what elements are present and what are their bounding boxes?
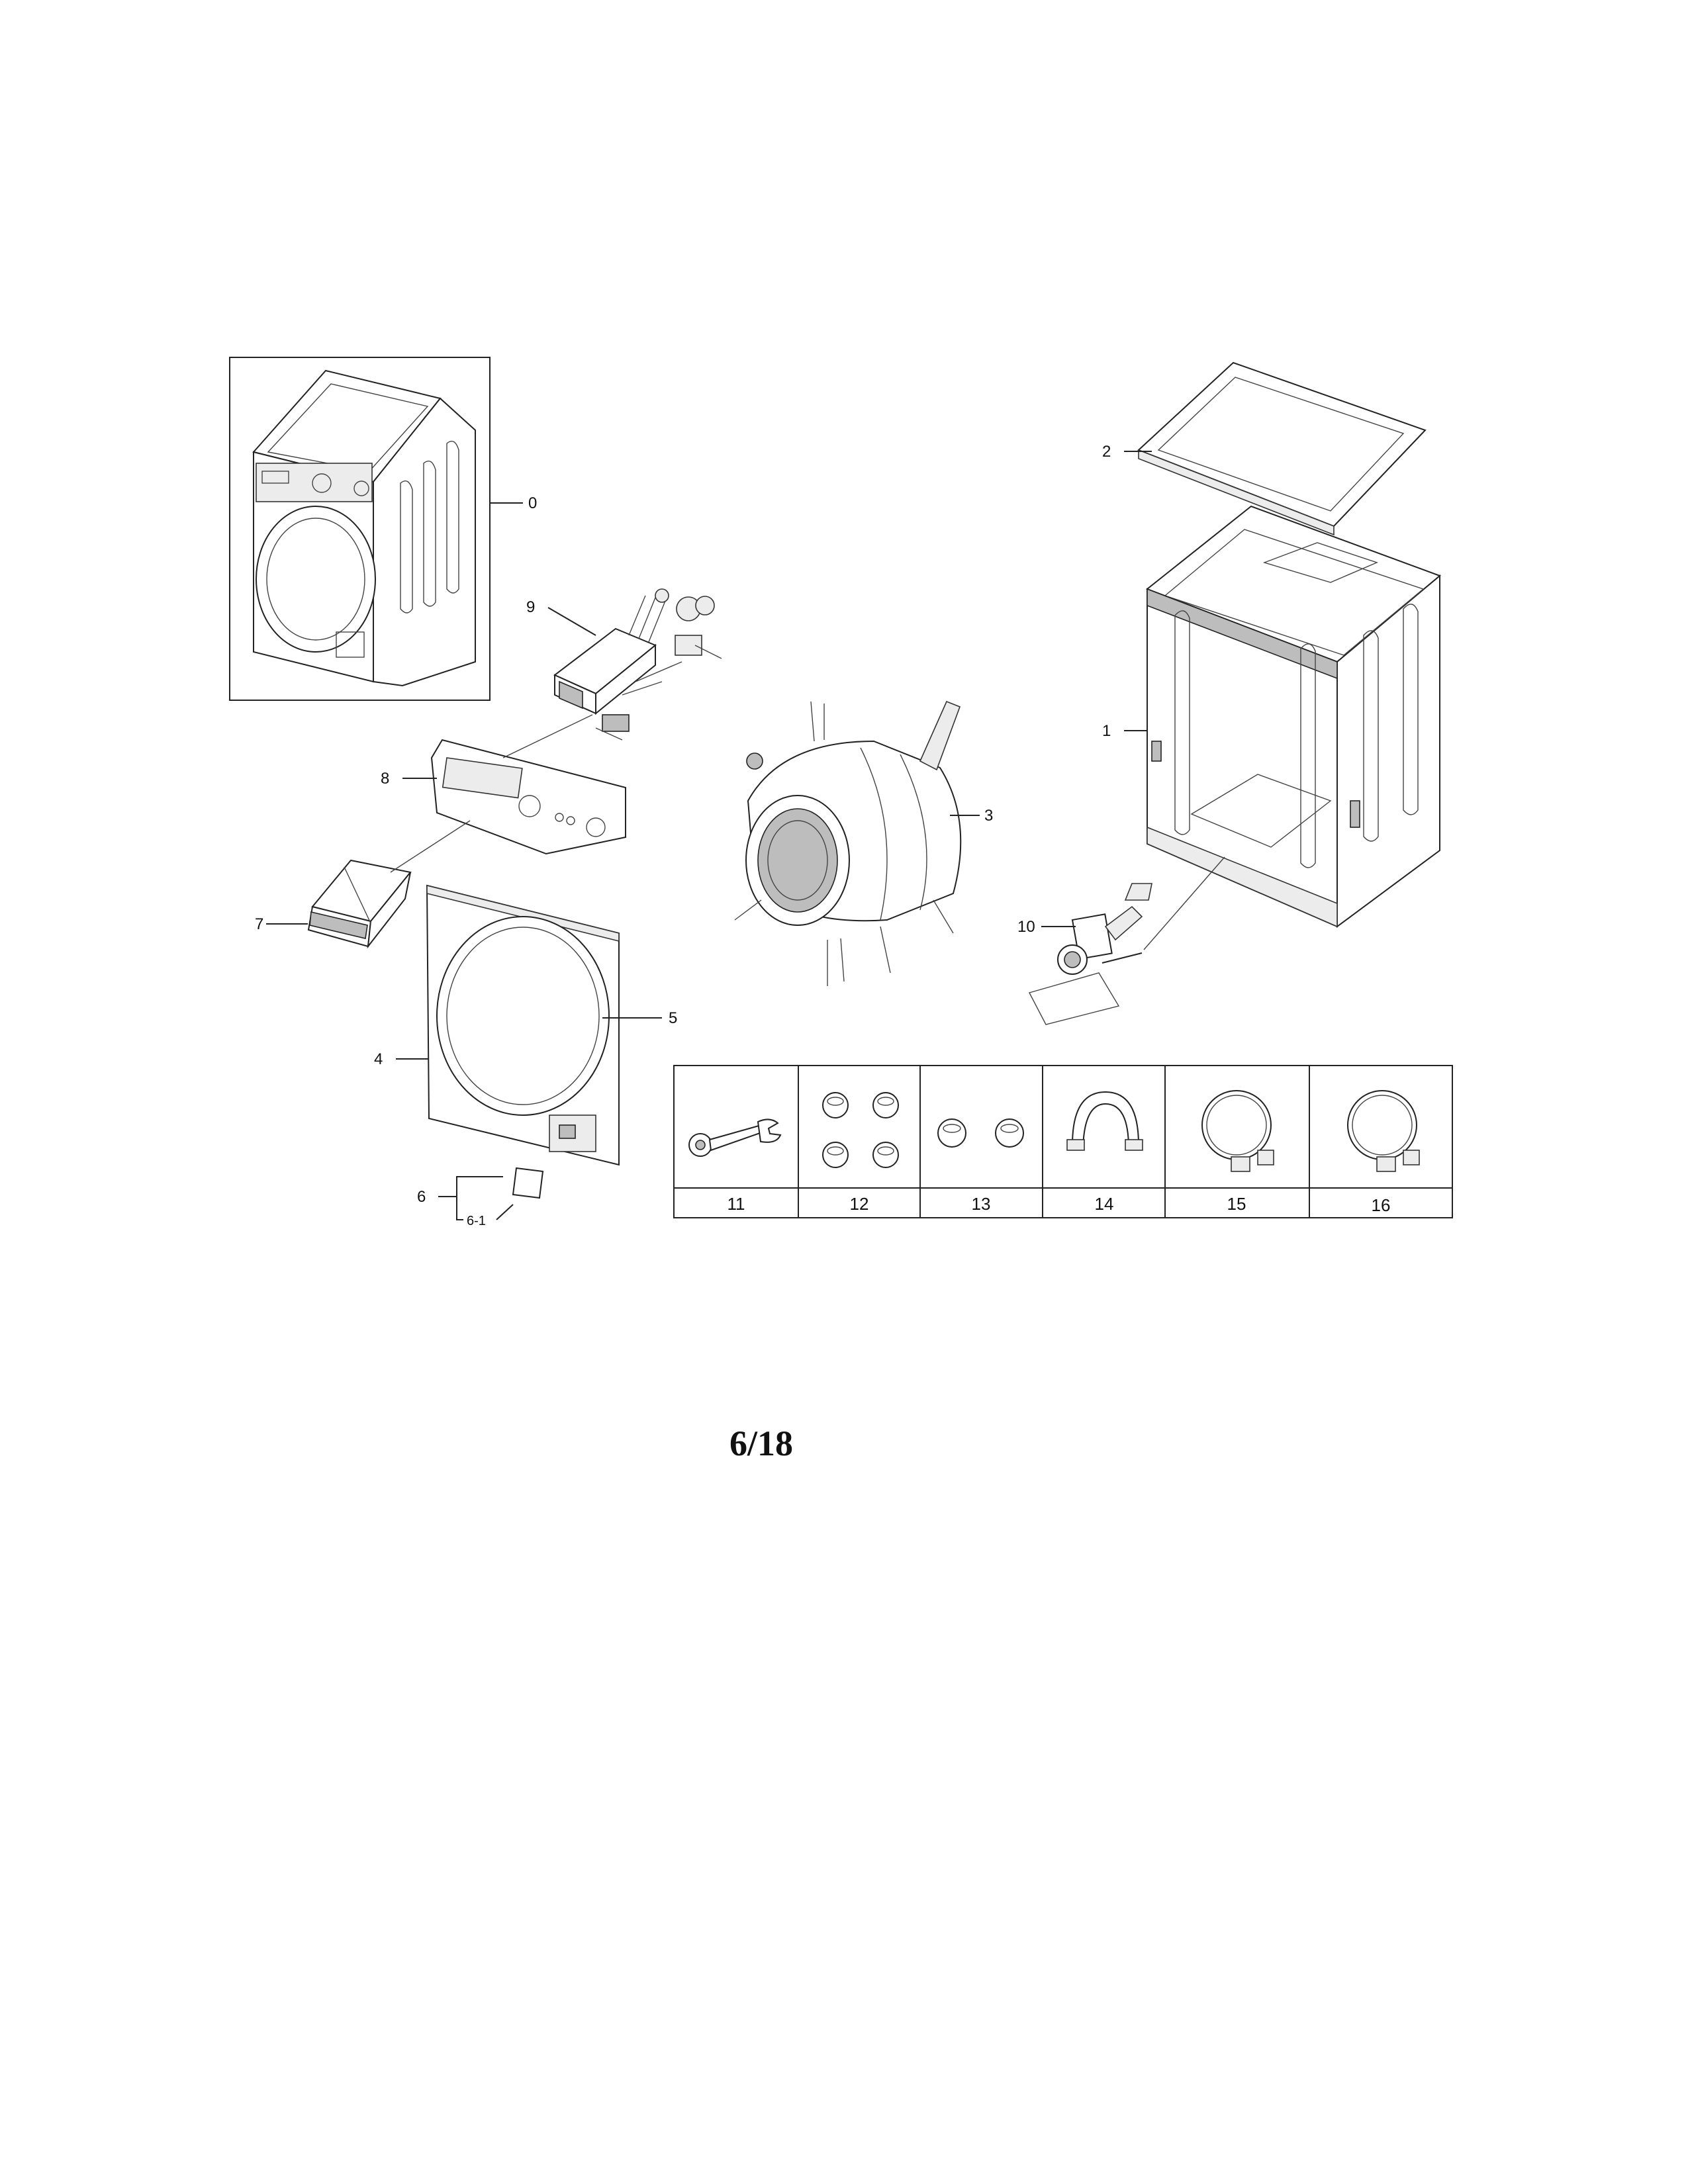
hose-guide-icon [1066,1091,1143,1151]
part-label-4: 4 [374,1050,383,1068]
part-label-6: 6 [417,1188,426,1206]
cap-set-of-four-icon [822,1092,899,1168]
accessory-label-16: 16 [1372,1195,1391,1215]
cap-set-of-two-icon [937,1118,1024,1148]
part-label-9: 9 [526,598,535,616]
assembled-washer-frame [229,357,491,701]
part-label-5: 5 [669,1009,677,1027]
part-label-2: 2 [1102,443,1111,461]
part-label-0: 0 [528,494,537,512]
part-label-10: 10 [1017,918,1035,936]
drain-pump-illustration [1028,856,1225,1025]
wrench-icon [688,1118,782,1157]
assembled-washer-illustration [229,357,491,701]
accessory-label-15: 15 [1227,1194,1246,1214]
part-label-8: 8 [381,770,389,788]
accessory-label-14: 14 [1095,1194,1114,1214]
inlet-hose-icon [1347,1090,1420,1172]
part-label-3: 3 [984,807,993,825]
front-panel-illustration [426,884,620,1166]
cabinet-frame-illustration [1146,505,1441,928]
control-panel-illustration [430,739,626,855]
top-plate-illustration [1137,361,1427,536]
page-number: 6/18 [729,1424,793,1463]
inlet-hose-icon [1201,1090,1274,1172]
filter-cover-illustration [512,1167,544,1199]
part-label-7: 7 [255,915,263,933]
accessory-label-13: 13 [972,1194,991,1214]
accessory-label-12: 12 [850,1194,869,1214]
control-pcb-illustration [553,588,722,741]
accessory-label-11: 11 [727,1194,745,1214]
part-label-6-1: 6-1 [467,1214,486,1228]
part-label-1: 1 [1102,722,1111,740]
detergent-drawer-illustration [307,859,412,949]
tub-assembly-illustration [734,700,962,986]
accessory-table: 11 12 13 14 15 16 [673,1065,1453,1218]
